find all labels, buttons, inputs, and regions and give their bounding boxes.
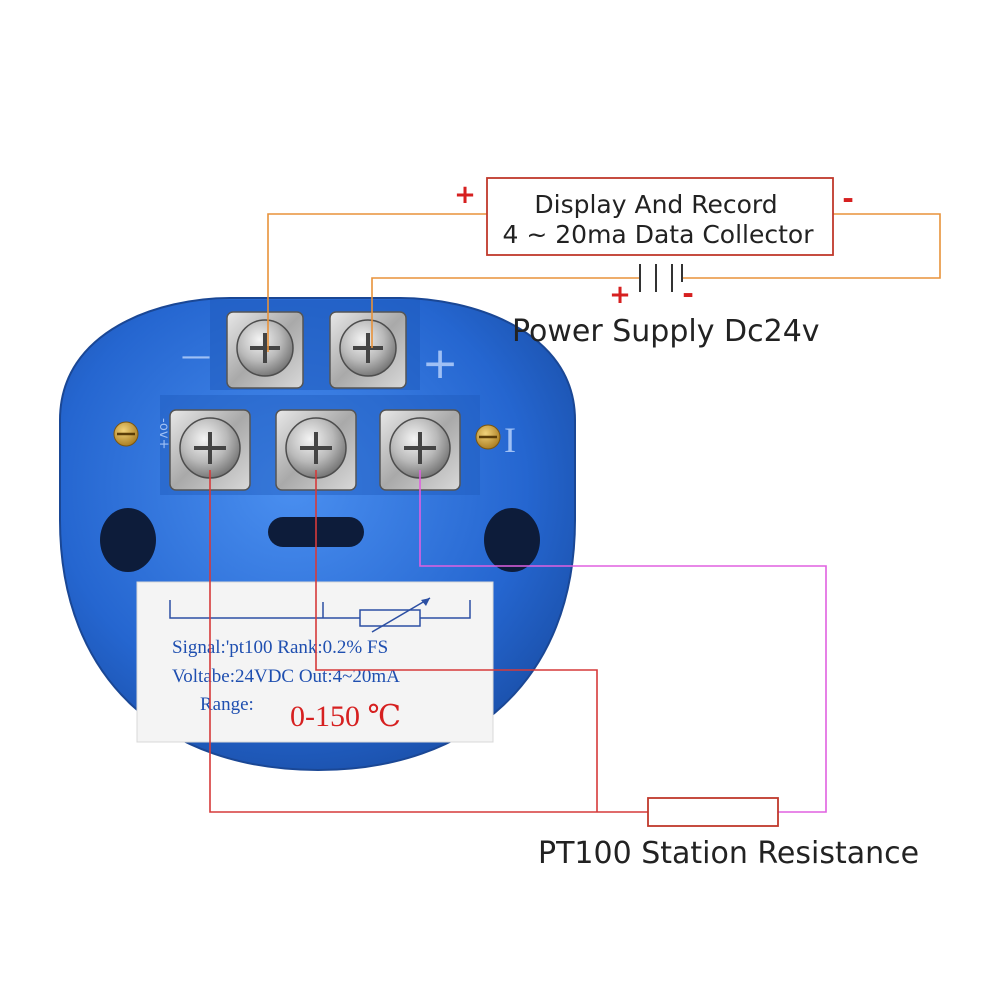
resistor-symbol	[647, 797, 779, 827]
wire-red-terminal2	[315, 470, 598, 812]
data-collector-plus: +	[454, 180, 476, 210]
resistor-label: PT100 Station Resistance	[538, 836, 919, 871]
wire-magenta-terminal3	[419, 470, 827, 813]
spec-label-line2: Voltabe:24VDC Out:4~20mA	[172, 666, 400, 687]
wire-collector-plus	[267, 213, 487, 352]
power-supply: + - Power Supply Dc24v	[512, 264, 820, 349]
spec-label-line1: Signal:'pt100 Rank:0.2% FS	[172, 637, 388, 658]
pt100-resistor: PT100 Station Resistance	[538, 797, 919, 871]
wire-collector-minus	[682, 213, 941, 279]
data-collector-line1: Display And Record	[534, 190, 777, 219]
wire-red-terminal1	[209, 470, 648, 813]
sticker-variable-resistor-icon	[359, 609, 421, 627]
terminal-bottom-2	[275, 409, 357, 491]
spec-range-value: 0-150 ℃	[290, 700, 401, 733]
module-side-marks: -ov+	[156, 418, 171, 449]
spec-label: Signal:'pt100 Rank:0.2% FS Voltabe:24VDC…	[136, 581, 494, 743]
data-collector-line2: 4 ~ 20ma Data Collector	[503, 220, 815, 249]
module-plus-mark: +	[422, 338, 459, 389]
terminal-bottom-3	[379, 409, 461, 491]
data-collector-minus: -	[842, 182, 854, 215]
mounting-hole-left	[100, 508, 156, 572]
terminal-top-plus	[329, 311, 407, 389]
module-side-i: I	[504, 420, 516, 460]
power-supply-minus: -	[682, 277, 694, 310]
module-minus-mark: —	[181, 339, 211, 374]
data-collector: Display And Record 4 ~ 20ma Data Collect…	[454, 177, 854, 256]
power-supply-label: Power Supply Dc24v	[512, 314, 820, 349]
terminal-bottom-1	[169, 409, 251, 491]
terminal-top-minus	[226, 311, 304, 389]
power-supply-plus: +	[609, 280, 631, 310]
spec-label-background	[136, 581, 494, 743]
wires	[209, 213, 941, 813]
wire-battery-plus	[371, 277, 640, 348]
data-collector-box	[486, 177, 834, 256]
spec-range-label: Range:	[200, 694, 254, 715]
transmitter-module: — + -ov+ I Signal:'pt100 Rank:0.2% FS Vo…	[59, 297, 576, 772]
mounting-hole-right	[484, 508, 540, 572]
